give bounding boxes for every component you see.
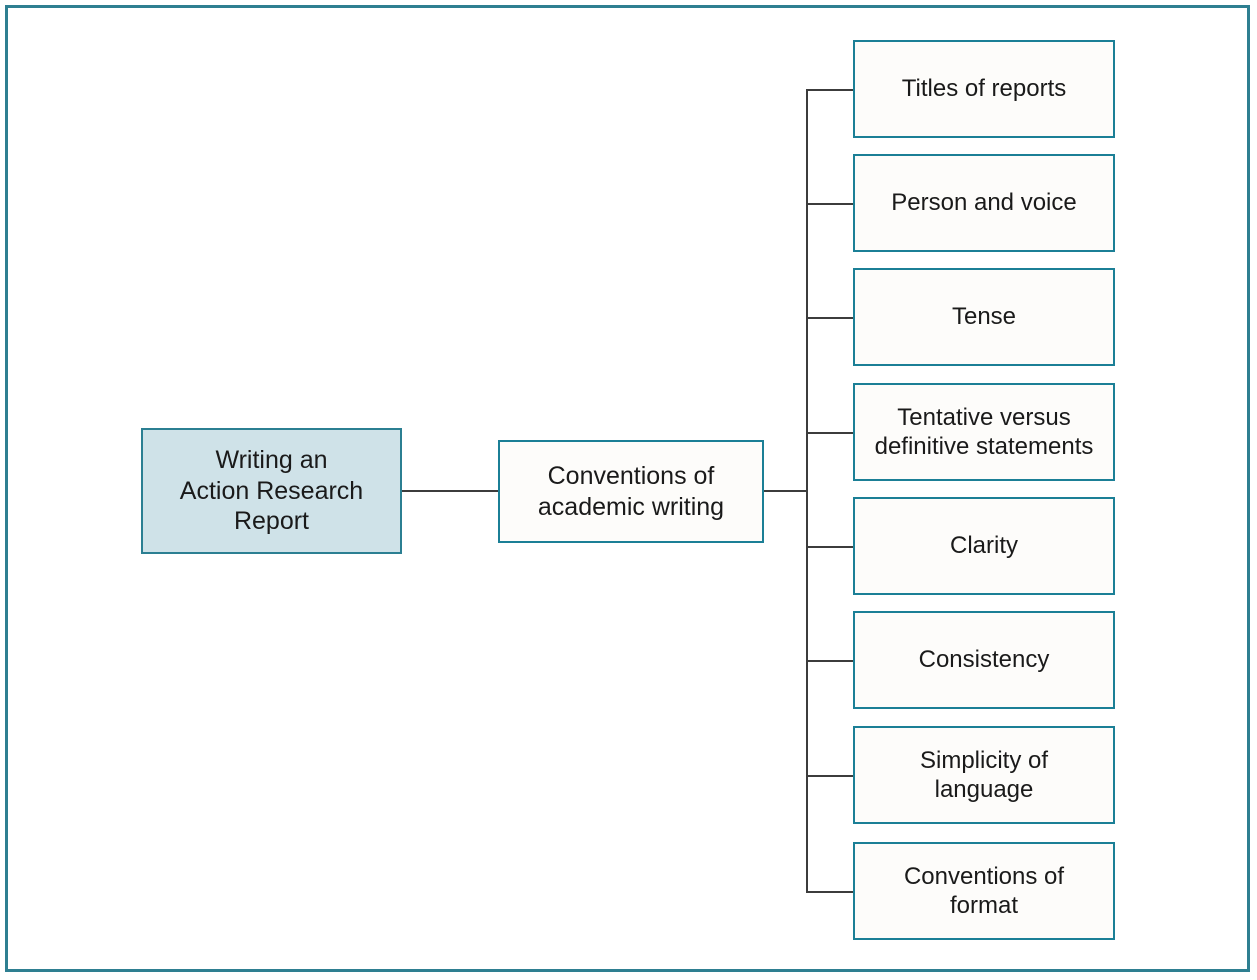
node-leaf-conventions-of-format[interactable]: Conventions of format <box>853 842 1115 940</box>
node-leaf-label: Titles of reports <box>901 75 1067 103</box>
connector-branch-to-trunk <box>764 490 808 492</box>
connector-trunk-vertical <box>806 89 808 893</box>
node-leaf-label: Tentative versus definitive statements <box>874 403 1094 460</box>
connector-trunk-to-leaf-3 <box>806 317 854 319</box>
node-leaf-label: Person and voice <box>891 189 1077 217</box>
node-leaf-label: Clarity <box>949 532 1018 560</box>
node-leaf-tense[interactable]: Tense <box>853 268 1115 366</box>
node-branch-label: Conventions of academic writing <box>537 462 725 521</box>
node-leaf-person-and-voice[interactable]: Person and voice <box>853 154 1115 252</box>
connector-trunk-to-leaf-5 <box>806 546 854 548</box>
connector-trunk-to-leaf-4 <box>806 432 854 434</box>
node-leaf-titles-of-reports[interactable]: Titles of reports <box>853 40 1115 138</box>
node-leaf-tentative-versus-definitive-statements[interactable]: Tentative versus definitive statements <box>853 383 1115 481</box>
node-leaf-label: Consistency <box>918 646 1050 674</box>
connector-trunk-to-leaf-6 <box>806 660 854 662</box>
connector-trunk-to-leaf-1 <box>806 89 854 91</box>
node-leaf-consistency[interactable]: Consistency <box>853 611 1115 709</box>
connector-trunk-to-leaf-8 <box>806 891 854 893</box>
node-branch-conventions-of-academic-writing[interactable]: Conventions of academic writing <box>498 440 764 543</box>
node-leaf-clarity[interactable]: Clarity <box>853 497 1115 595</box>
connector-root-to-branch <box>401 490 500 492</box>
node-leaf-label: Tense <box>951 303 1017 331</box>
connector-trunk-to-leaf-2 <box>806 203 854 205</box>
node-leaf-label: Conventions of format <box>903 862 1065 919</box>
node-root-label: Writing an Action Research Report <box>179 446 364 536</box>
node-root-writing-an-action-research-report[interactable]: Writing an Action Research Report <box>141 428 402 554</box>
node-leaf-simplicity-of-language[interactable]: Simplicity of language <box>853 726 1115 824</box>
node-leaf-label: Simplicity of language <box>919 746 1049 803</box>
connector-trunk-to-leaf-7 <box>806 775 854 777</box>
